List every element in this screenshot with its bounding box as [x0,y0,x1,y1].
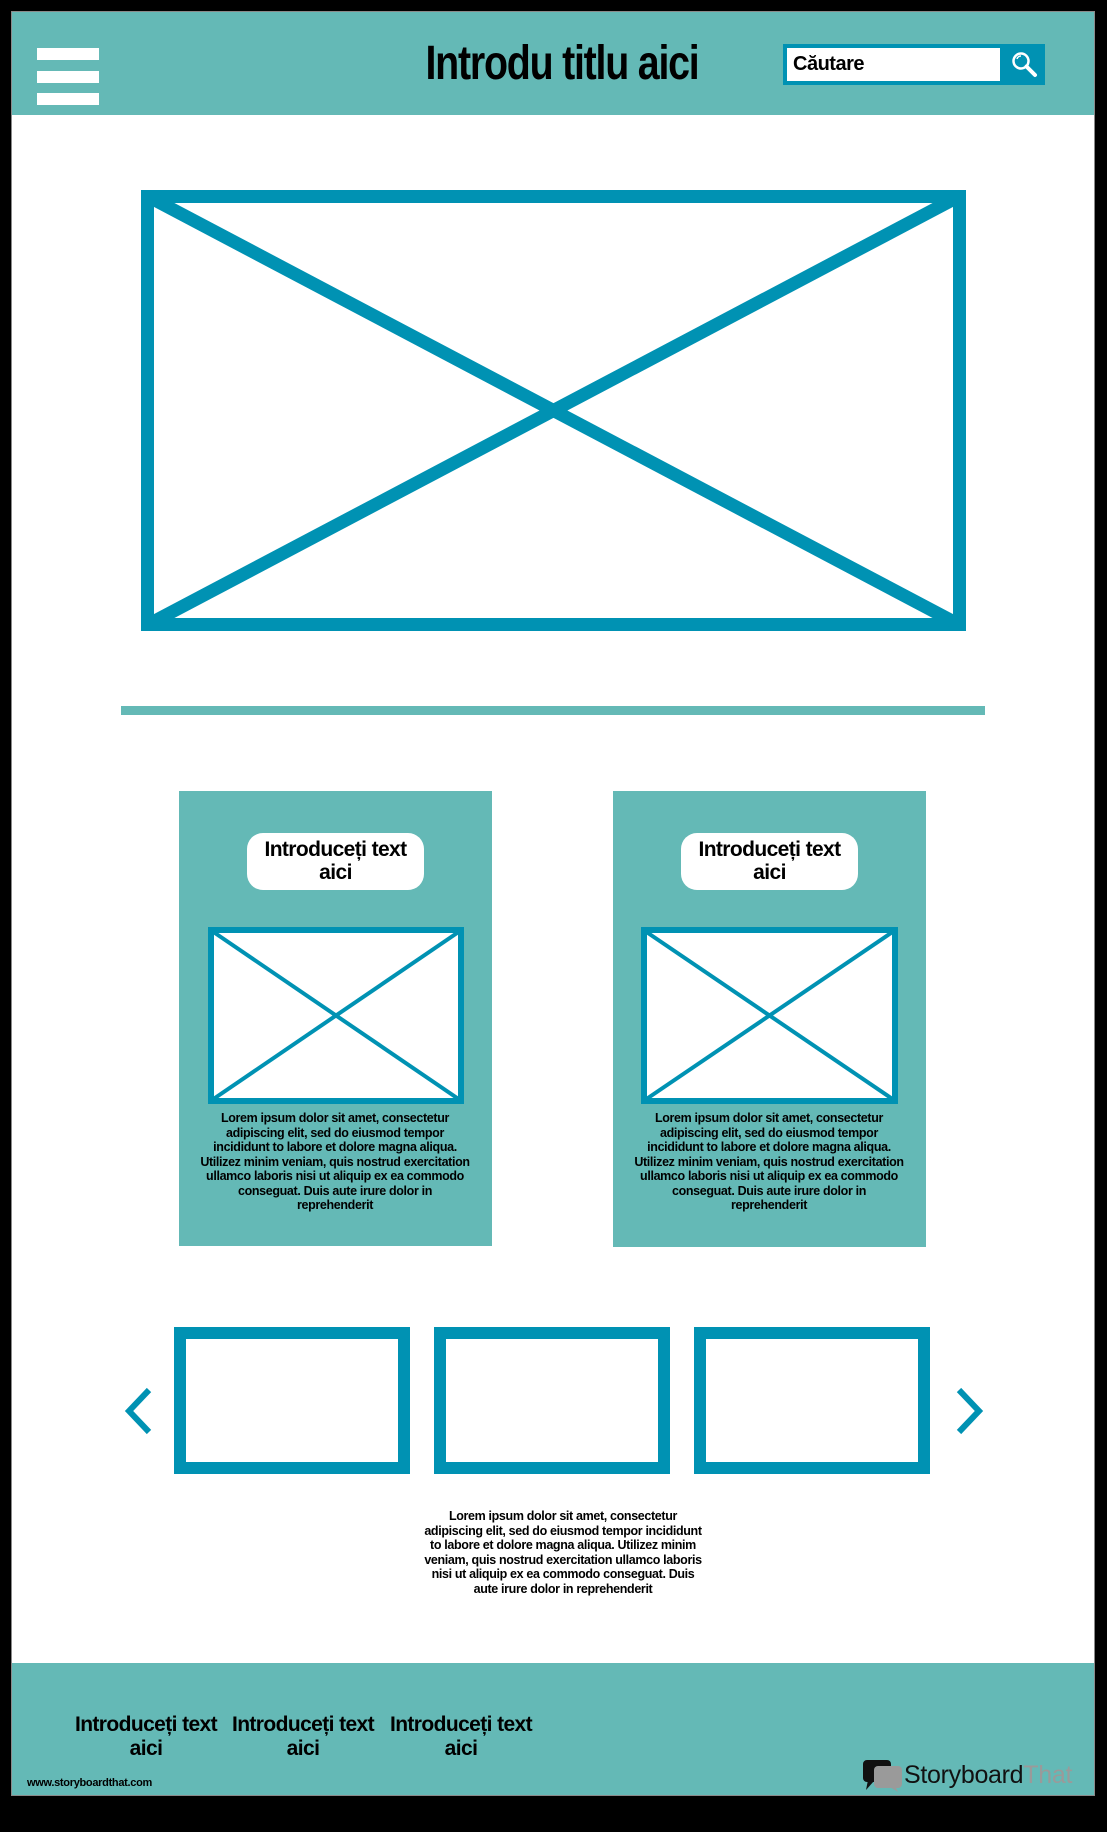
card-image-placeholder [208,927,464,1104]
search-input[interactable] [787,48,1000,81]
menu-line [37,93,99,105]
carousel-prev-button[interactable] [124,1387,154,1437]
chevron-right-icon [956,1387,984,1435]
hamburger-menu-icon[interactable] [37,36,101,105]
footer-link[interactable]: Introduceți text aici [389,1713,533,1760]
menu-line [37,48,99,60]
hero-image-placeholder [141,190,966,631]
card-body-text: Lorem ipsum dolor sit amet, consectetur … [634,1111,904,1212]
card-label: Introduceți text aici [681,833,858,890]
search-box [783,44,1045,85]
header-bar: Introdu titlu aici [12,12,1094,115]
logo-word-that: That [1023,1760,1073,1789]
storyboardthat-logo: StoryboardThat [862,1758,1072,1792]
carousel-next-button[interactable] [954,1387,984,1437]
content-card: Introduceți text aici Lorem ipsum dolor … [613,791,926,1247]
logo-word-storyboard: Storyboard [904,1760,1024,1789]
carousel-caption: Lorem ipsum dolor sit amet, consectetur … [424,1509,702,1596]
search-button[interactable] [1003,44,1045,85]
footer: Introduceți text aici Introduceți text a… [12,1663,1094,1795]
image-placeholder-icon [641,927,898,1104]
carousel-thumbnail[interactable] [174,1327,410,1474]
footer-link[interactable]: Introduceți text aici [74,1713,218,1760]
carousel-thumbnail[interactable] [694,1327,930,1474]
magnifier-icon [1012,51,1037,77]
site-url[interactable]: www.storyboardthat.com [27,1777,153,1789]
footer-link[interactable]: Introduceți text aici [231,1713,375,1760]
image-placeholder-icon [208,927,464,1104]
chevron-left-icon [124,1387,152,1435]
page-title: Introdu titlu aici [425,37,699,90]
card-body-text: Lorem ipsum dolor sit amet, consectetur … [200,1111,470,1212]
carousel-thumbnail[interactable] [434,1327,670,1474]
content-card: Introduceți text aici Lorem ipsum dolor … [179,791,492,1246]
card-label: Introduceți text aici [247,833,424,890]
image-placeholder-icon [141,190,966,631]
card-image-placeholder [641,927,898,1104]
section-divider [121,706,985,715]
speech-bubbles-icon [863,1760,902,1792]
menu-line [37,71,99,83]
page: Introdu titlu aici Introduceți text aici [11,11,1095,1796]
